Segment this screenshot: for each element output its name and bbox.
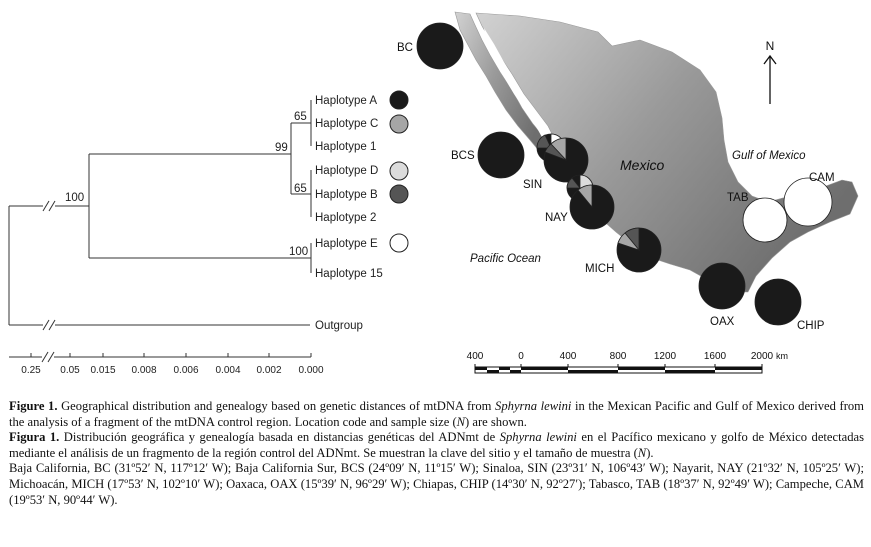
pie-mich (616, 227, 662, 273)
haplotype-a-swatch (389, 90, 409, 110)
site-pies (416, 22, 833, 326)
gulf-label: Gulf of Mexico (732, 150, 806, 162)
taxon-labels: Haplotype A Haplotype C Haplotype 1 Hapl… (315, 95, 383, 332)
map-scale-tick: 2000 (751, 351, 774, 362)
scale-tick-label: 0.05 (60, 365, 80, 376)
taxon-label: Haplotype B (315, 189, 378, 201)
branch-break-marks (42, 200, 56, 331)
taxon-label: Haplotype A (315, 95, 377, 107)
caption-en-text: Geographical distribution and genealogy … (61, 399, 492, 413)
map-scale-unit: km (776, 351, 788, 361)
caption-en-text: ) are shown. (465, 414, 527, 429)
site-label: CHIP (797, 320, 825, 332)
site-label: MICH (585, 263, 614, 275)
distance-scale: 0.25 0.05 0.015 0.008 0.006 0.004 0.002 … (9, 351, 324, 376)
site-label: OAX (710, 316, 735, 328)
taxon-label: Haplotype 2 (315, 212, 376, 224)
taxon-label: Haplotype 15 (315, 268, 383, 280)
country-label: Mexico (620, 157, 665, 173)
caption-species: Sphyrna lewini (495, 399, 572, 413)
scale-tick-label: 0.006 (173, 365, 198, 376)
caption-english: Figure 1. Geographical distribution and … (9, 399, 864, 430)
caption-n: N (456, 414, 466, 429)
scale-tick-label: 0.002 (256, 365, 281, 376)
pacific-label: Pacific Ocean (470, 253, 541, 265)
caption-es-text: en el Pacífico mexicano y golfo de Méxic… (9, 430, 864, 460)
site-label: CAM (809, 172, 835, 184)
site-label: BCS (451, 150, 475, 162)
site-label: SIN (523, 179, 542, 191)
caption-spanish: Figura 1. Distribución geográfica y gene… (9, 430, 864, 461)
site-label: NAY (545, 212, 568, 224)
taxon-label: Haplotype C (315, 118, 378, 130)
site-labels: BC BCS SIN NAY MICH OAX CHIP TAB CAM (397, 42, 835, 332)
pie-tab (742, 197, 788, 243)
north-label: N (766, 39, 775, 53)
caption-es-text: Distribución geográfica y genealogía bas… (63, 430, 496, 445)
haplotype-e-swatch (389, 233, 409, 253)
pie-bc (416, 22, 464, 70)
scale-tick-label: 0.004 (215, 365, 240, 376)
figure-panel: 100 99 65 65 100 Haplotype A Haplotype C… (8, 11, 859, 376)
caption-species: Sphyrna lewini (499, 430, 577, 445)
bootstrap-value: 99 (275, 142, 288, 154)
caption-es-label: Figura 1. (9, 430, 60, 445)
map-scale-tick: 400 (560, 351, 577, 362)
haplotype-d-swatch (389, 161, 409, 181)
map-scale-tick: 1200 (654, 351, 677, 362)
north-arrow: N (763, 39, 777, 104)
map-scale-tick: 800 (610, 351, 627, 362)
gulf-of-california (484, 28, 556, 150)
bootstrap-value: 65 (294, 183, 307, 195)
caption-n: N (637, 445, 647, 460)
map-scale-tick: 0 (518, 351, 524, 362)
haplotype-legend (389, 90, 409, 253)
haplotype-b-swatch (389, 184, 409, 204)
scale-tick-label: 0.015 (90, 365, 115, 376)
taxon-label: Haplotype E (315, 238, 378, 250)
haplotype-c-swatch (389, 114, 409, 134)
bootstrap-values: 100 99 65 65 100 (65, 111, 308, 258)
pie-oax (698, 262, 746, 310)
scale-tick-label: 0.008 (131, 365, 156, 376)
map-scale-tick: 1600 (704, 351, 727, 362)
scale-tick-label: 0.25 (21, 365, 41, 376)
taxon-label: Outgroup (315, 320, 363, 332)
scale-tick-label: 0.000 (298, 365, 323, 376)
caption-es-text: ). (646, 445, 654, 460)
site-label: BC (397, 42, 413, 54)
bootstrap-value: 100 (65, 192, 84, 204)
pie-nay (569, 184, 615, 230)
taxon-label: Haplotype D (315, 165, 378, 177)
taxon-label: Haplotype 1 (315, 141, 376, 153)
site-label: TAB (727, 192, 749, 204)
pie-chip (754, 278, 802, 326)
figure-svg: 100 99 65 65 100 Haplotype A Haplotype C… (8, 11, 859, 376)
caption-en-text: in the Mexican Pacific and Gulf of Mexic… (9, 399, 864, 429)
pie-sin (543, 137, 589, 183)
map-labels: Mexico Gulf of Mexico Pacific Ocean (470, 150, 806, 265)
figure-caption: Figure 1. Geographical distribution and … (9, 399, 864, 508)
pie-cam (783, 177, 833, 227)
caption-en-label: Figure 1. (9, 399, 58, 413)
caption-locations: Baja California, BC (31º52′ N, 117º12′ W… (9, 461, 864, 507)
pie-bcs (477, 131, 525, 179)
map-scale-bar: 400 0 400 800 1200 1600 2000 km (467, 351, 788, 374)
phylogenetic-tree (8, 100, 312, 326)
bootstrap-value: 65 (294, 111, 307, 123)
bootstrap-value: 100 (289, 246, 308, 258)
map-scale-tick: 400 (467, 351, 484, 362)
